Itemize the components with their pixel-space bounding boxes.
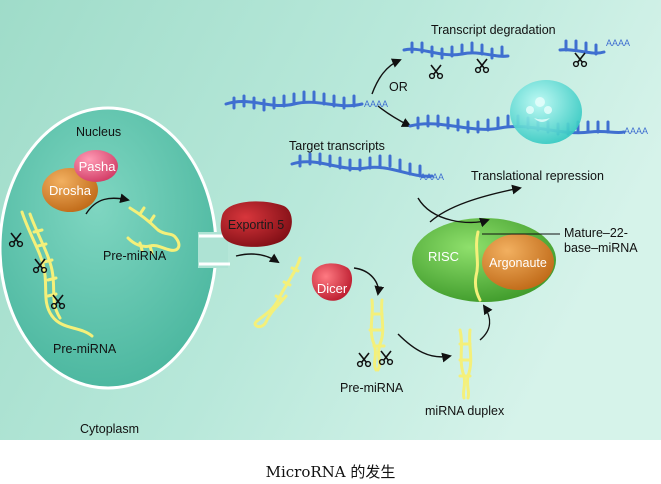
or-label: OR [389, 80, 408, 94]
argonaute-protein [482, 234, 554, 290]
targeting-arrow [417, 197, 490, 228]
degradation-arrow [371, 58, 402, 95]
exportin-label: Exportin 5 [227, 218, 285, 232]
pre-mirna-pri-label: Pre-miRNA [53, 342, 117, 356]
pasha-label: Pasha [78, 159, 116, 174]
exported-pre-mirna [253, 256, 302, 329]
polya-tail-label: AAAA [624, 126, 649, 136]
mature-mirna-strand [474, 230, 482, 302]
mirna-duplex-strand [458, 328, 473, 400]
duplex-arrow [397, 333, 452, 363]
polya-tail-label: AAAA [606, 38, 631, 48]
ribosome-detail [526, 97, 552, 122]
target-transcript-mrna [224, 90, 364, 112]
dicer-arrow [353, 267, 385, 296]
export-arrow [235, 253, 280, 264]
dicer-protein [311, 263, 353, 301]
cytoplasm-label: Cytoplasm [80, 422, 140, 436]
repression-path-arrow [377, 105, 412, 127]
target-transcript-mrna [290, 152, 434, 178]
pre-mirna-nucleus-label: Pre-miRNA [103, 249, 167, 263]
pre-mirna-dicer-label: Pre-miRNA [340, 381, 404, 395]
dicer-label: Dicer [316, 281, 348, 296]
transcript-degradation-label: Transcript degradation [431, 23, 556, 37]
mirna-duplex-label: miRNA duplex [425, 404, 505, 418]
mature-mirna-label: Mature–22- base–miRNA [564, 226, 638, 255]
processing-arrow [85, 193, 130, 215]
drosha-label: Drosha [49, 183, 91, 198]
polya-tail-label: AAAA [364, 99, 389, 109]
loading-arrow [479, 304, 493, 341]
argonaute-label: Argonaute [489, 256, 547, 270]
nucleus-label: Nucleus [76, 125, 122, 139]
exportin-5-protein [220, 201, 292, 247]
pre-mirna-hairpin [126, 206, 181, 255]
translational-repression-label: Translational repression [471, 169, 604, 183]
risc-label: RISC [428, 249, 460, 264]
pasha-protein [74, 150, 118, 182]
nuclear-pore [198, 232, 228, 268]
degraded-transcript [402, 39, 606, 60]
polya-tail-label: AAAA [420, 172, 445, 182]
diagram-canvas [0, 0, 661, 440]
mirna-biogenesis-diagram: Nucleus Cytoplasm Pasha Drosha Exportin … [0, 0, 661, 440]
target-transcripts-label: Target transcripts [289, 139, 385, 153]
repression-arrow [429, 184, 522, 223]
figure-caption: MicroRNA 的发生 [265, 463, 396, 481]
